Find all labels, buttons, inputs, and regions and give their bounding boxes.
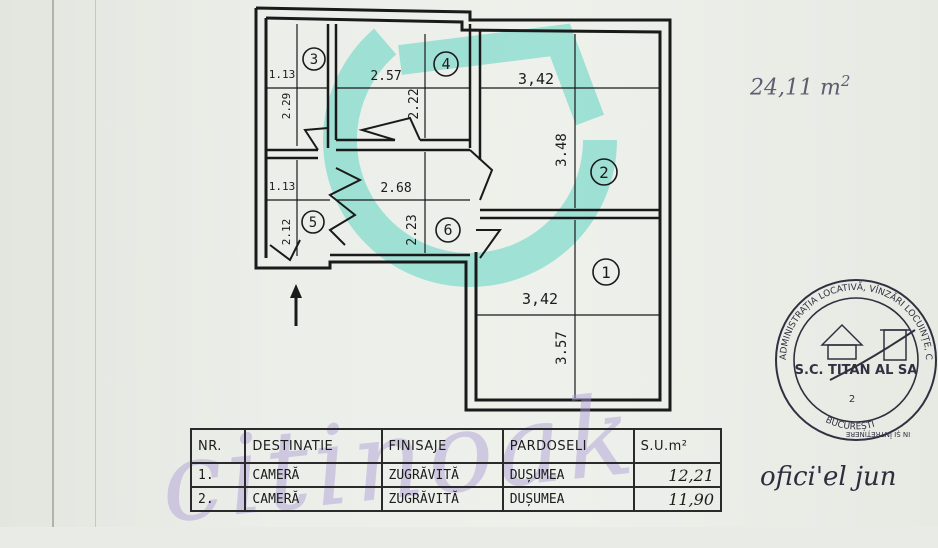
total-area-value: 24,11 m: [750, 75, 841, 101]
column-header-pardoseli: PARDOSELI: [501, 428, 635, 464]
room-number-1: 1: [601, 263, 611, 282]
room-1-width: 3,42: [522, 290, 558, 308]
room-number-4: 4: [441, 55, 450, 73]
row-destinatie: CAMERĂ: [244, 486, 383, 512]
room-5-width: 1.13: [269, 180, 296, 193]
room-6-height: 2.23: [405, 214, 420, 245]
column-header-nr: NR.: [189, 428, 247, 464]
room-2-height: 3.48: [554, 133, 570, 167]
row-nr: 2.: [189, 486, 247, 512]
entrance-arrow-icon: [290, 284, 302, 326]
stamp-house-icon: [820, 323, 910, 361]
room-number-circles: [301, 47, 620, 286]
stamp-signature-icon: [829, 329, 916, 381]
room-1-height: 3.57: [554, 331, 570, 365]
stamp-number: 2: [849, 394, 855, 405]
room-4-height: 2.22: [407, 88, 422, 119]
row-finisaje: ZUGRĂVITĂ: [380, 462, 504, 488]
room-number-3: 3: [310, 52, 318, 68]
room-6-width: 2.68: [380, 181, 411, 196]
page-crease: [95, 0, 96, 527]
column-header-finisaje: FINISAJE: [380, 428, 504, 464]
row-nr: 1.: [189, 462, 247, 488]
room-4-width: 2.57: [370, 69, 401, 84]
column-header-su: S.U.m²: [632, 428, 723, 464]
row-pardoseli: DUȘUMEA: [501, 486, 635, 512]
page-fold-line: [52, 0, 54, 527]
handwritten-note: ofici'el jun: [760, 462, 897, 492]
outer-walls: [254, 6, 672, 412]
rooms-table: NR. DESTINATIE FINISAJE PARDOSELI S.U.m²…: [189, 428, 723, 512]
table-header-row: NR. DESTINATIE FINISAJE PARDOSELI S.U.m²: [189, 428, 723, 464]
row-finisaje: ZUGRĂVITĂ: [380, 486, 504, 512]
floor-plan: 3 4 2 1 5 6 1.13 2.29 2.57 2.22 3,42 3.4…: [0, 0, 937, 441]
column-header-destinatie: DESTINATIE: [244, 428, 383, 464]
table-row: 1. CAMERĂ ZUGRĂVITĂ DUȘUMEA 12,21: [189, 462, 723, 488]
room-3-height: 2.29: [280, 93, 293, 120]
stamp-company-name: S.C. TITAN AL SA: [795, 363, 918, 378]
room-5-height: 2.12: [280, 219, 293, 246]
dimension-lines: [266, 24, 660, 398]
stamp-right-text: IN ȘI ÎNTREȚINERE: [846, 429, 910, 439]
room-number-5: 5: [309, 215, 317, 231]
row-destinatie: CAMERĂ: [244, 462, 383, 488]
room-2-width: 3,42: [518, 70, 554, 88]
total-area-note: 24,11 m2: [750, 72, 850, 100]
room-3-width: 1.13: [269, 68, 296, 81]
row-su: 11,90: [632, 486, 723, 512]
room-number-6: 6: [443, 221, 452, 239]
row-su: 12,21: [632, 462, 723, 488]
total-area-exponent: 2: [840, 72, 851, 90]
row-pardoseli: DUȘUMEA: [501, 462, 635, 488]
interior-walls: [266, 24, 660, 257]
stamp-bottom-text: BUCUREȘTI: [824, 415, 876, 432]
table-row: 2. CAMERĂ ZUGRĂVITĂ DUȘUMEA 11,90: [189, 486, 723, 512]
room-number-2: 2: [599, 163, 609, 182]
